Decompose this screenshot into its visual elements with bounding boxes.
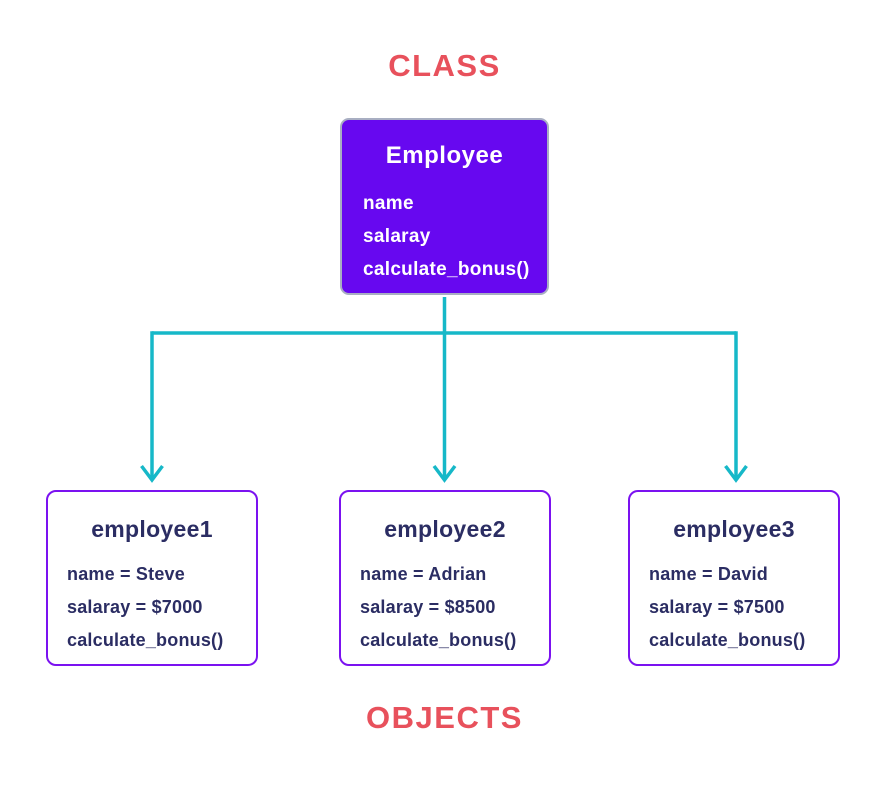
class-member-list: name salaray calculate_bonus() [342,187,547,286]
object-member-list: name = David salaray = $7500 calculate_b… [630,558,838,657]
arrowhead-icon [724,464,748,483]
object-box-title: employee3 [673,516,795,542]
object-member-list: name = Adrian salaray = $8500 calculate_… [341,558,549,657]
object-box-employee3: employee3 name = David salaray = $7500 c… [628,490,840,666]
object-box-title: employee2 [384,516,506,542]
class-member: salaray [363,226,431,247]
class-member: calculate_bonus() [363,259,530,280]
object-member: salaray = $8500 [360,597,496,617]
object-member: calculate_bonus() [360,630,517,650]
class-box-employee: Employee name salaray calculate_bonus() [340,118,549,295]
object-member: salaray = $7000 [67,597,203,617]
class-member: name [363,193,414,214]
arrowhead-icon [432,464,457,483]
object-box-employee2: employee2 name = Adrian salaray = $8500 … [339,490,551,666]
object-box-employee1: employee1 name = Steve salaray = $7000 c… [46,490,258,666]
class-box-title: Employee [385,142,504,169]
class-section-label: CLASS [388,48,501,83]
object-member: name = Adrian [360,564,487,584]
object-member-list: name = Steve salaray = $7000 calculate_b… [48,558,256,657]
object-member: calculate_bonus() [649,630,806,650]
object-box-title: employee1 [91,516,213,542]
object-member: salaray = $7500 [649,597,785,617]
object-member: calculate_bonus() [67,630,224,650]
object-member: name = David [649,564,768,584]
arrowhead-icon [140,464,164,483]
object-member: name = Steve [67,564,185,584]
objects-section-label: OBJECTS [366,700,523,735]
